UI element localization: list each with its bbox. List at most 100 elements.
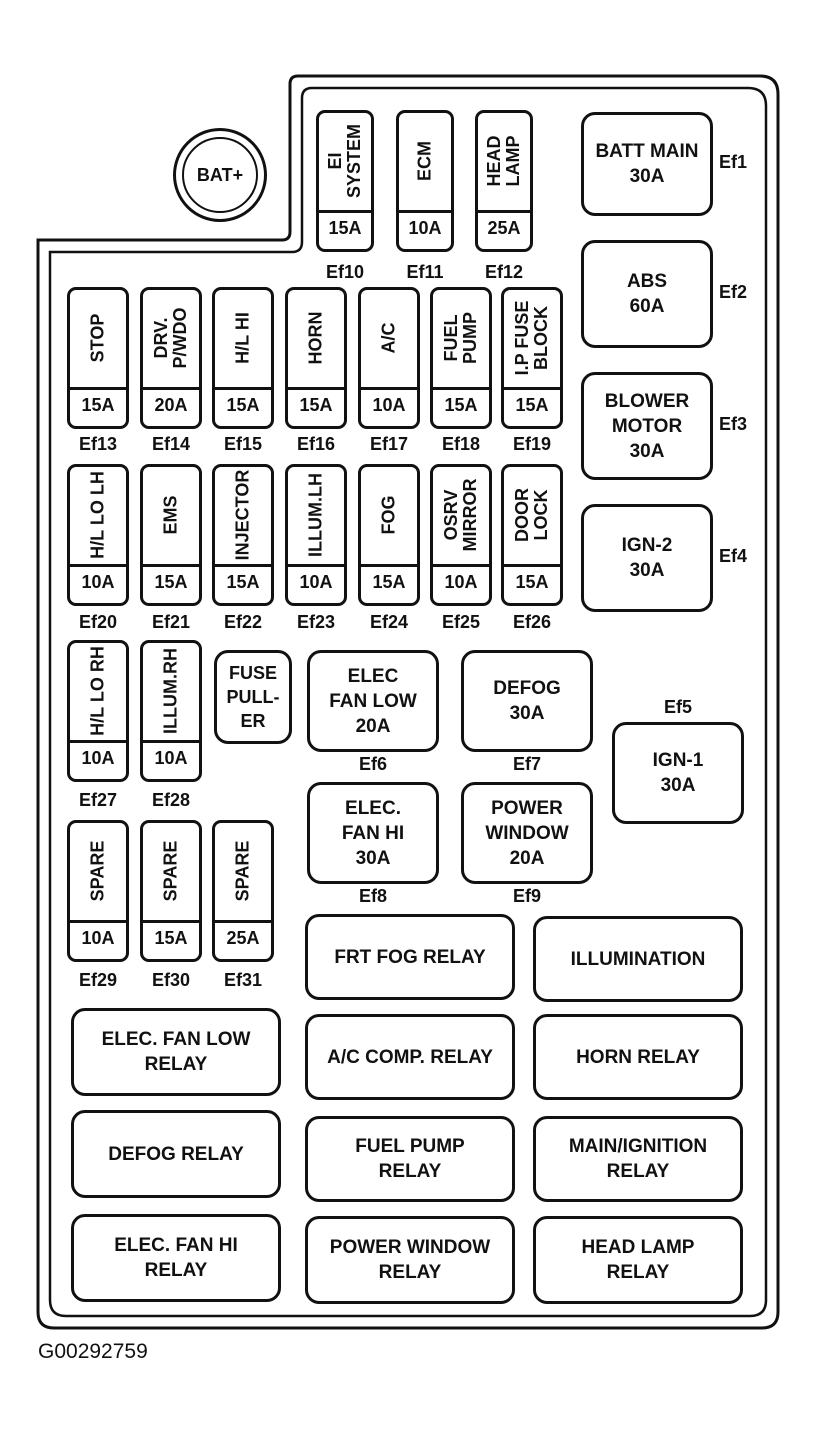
fuse-id-label: Ef9 [512,886,541,906]
battery-terminal-ring [182,137,258,213]
vertical-fuse: H/L LO LH 10A [67,464,129,606]
relay: FRT FOG RELAY [305,914,515,1000]
relay-label: FUEL PUMP RELAY [355,1136,465,1182]
mid-fuse: ELEC FAN LOW 20A [307,650,439,752]
fuse-amperage: 15A [154,572,188,592]
fuse-puller-label: FUSE PULL- ER [226,663,280,731]
mid-fuse: ELEC. FAN HI 30A [307,782,439,884]
fuse-body: HORN [288,290,344,390]
relay: DEFOG RELAY [71,1110,281,1198]
fuse-id-label: Ef18 [441,434,481,454]
fuse-amperage: 10A [299,572,333,592]
fuse-name: FUEL PUMP [441,311,480,365]
fuse-body: ILLUM.LH [288,467,344,567]
vertical-fuse: STOP 15A [67,287,129,429]
fuse-amperage: 10A [81,928,115,948]
fuse-id-label: Ef16 [296,434,336,454]
fuse-id-label: Ef10 [325,262,365,282]
fuse-id-label: Ef1 [719,152,748,172]
fuse-id-label: Ef31 [223,970,263,990]
main-fuse: IGN-1 30A [612,722,744,824]
fuse-name: SPARE [232,840,253,902]
fuse-id-label: Ef29 [78,970,118,990]
relay: ELEC. FAN LOW RELAY [71,1008,281,1096]
fuse-amperage: 15A [226,395,260,415]
relay-label: ILLUMINATION [570,948,706,970]
relay-label: DEFOG RELAY [108,1143,244,1165]
fuse-amperage: 10A [408,218,442,238]
fuse-id-label: Ef13 [78,434,118,454]
fuse-amperage: 15A [81,395,115,415]
fuse-id-label: Ef20 [78,612,118,632]
fuse-name: SPARE [160,840,181,902]
fuse-id-label: Ef28 [151,790,191,810]
fuse-name: EI SYSTEM [325,123,364,199]
main-fuse-label: IGN-1 30A [652,750,704,796]
battery-terminal-label: BAT+ [196,164,244,185]
fuse-amperage: 20A [154,395,188,415]
fuse-amperage: 10A [81,572,115,592]
fuse-id-label: Ef19 [512,434,552,454]
vertical-fuse: H/L HI 15A [212,287,274,429]
relay: A/C COMP. RELAY [305,1014,515,1100]
relay: POWER WINDOW RELAY [305,1216,515,1304]
fuse-body: A/C [361,290,417,390]
relay: MAIN/IGNITION RELAY [533,1116,743,1202]
fuse-body: HEAD LAMP [478,113,530,213]
fuse-id-label: Ef14 [151,434,191,454]
fuse-id-label: Ef3 [719,414,748,434]
main-fuse: BLOWER MOTOR 30A [581,372,713,480]
fuse-name: I.P FUSE BLOCK [512,300,551,376]
fuse-body: DRV. P/WDO [143,290,199,390]
fuse-body: H/L HI [215,290,271,390]
fuse-amperage: 10A [372,395,406,415]
fuse-amperage: 15A [226,572,260,592]
vertical-fuse: SPARE 25A [212,820,274,962]
fuse-amperage: 10A [154,748,188,768]
fuse-body: SPARE [215,823,271,923]
figure-code: G00292759 [38,1340,148,1363]
vertical-fuse: SPARE 15A [140,820,202,962]
fuse-name: EMS [160,495,181,535]
fuse-id-label: Ef7 [512,754,541,774]
fuse-body: EMS [143,467,199,567]
main-fuse-label: IGN-2 30A [621,535,673,581]
battery-terminal: BAT+ [173,128,267,222]
main-fuse: IGN-2 30A [581,504,713,612]
relay: FUEL PUMP RELAY [305,1116,515,1202]
main-fuse: ABS 60A [581,240,713,348]
fuse-name: H/L LO RH [87,646,108,736]
mid-fuse-label: ELEC. FAN HI 30A [341,797,405,869]
vertical-fuse: EMS 15A [140,464,202,606]
fuse-amperage: 10A [81,748,115,768]
fuse-body: SPARE [70,823,126,923]
relay-label: FRT FOG RELAY [334,946,486,968]
fuse-body: STOP [70,290,126,390]
mid-fuse: DEFOG 30A [461,650,593,752]
relay: ELEC. FAN HI RELAY [71,1214,281,1302]
main-fuse-label: BLOWER MOTOR 30A [604,390,690,462]
fuse-id-label: Ef25 [441,612,481,632]
fuse-body: DOOR LOCK [504,467,560,567]
fuse-id-label: Ef22 [223,612,263,632]
fuse-body: INJECTOR [215,467,271,567]
fuse-body: I.P FUSE BLOCK [504,290,560,390]
relay-label: POWER WINDOW RELAY [329,1237,491,1283]
fuse-amperage: 15A [154,928,188,948]
fuse-name: DRV. P/WDO [151,307,190,369]
fuse-body: EI SYSTEM [319,113,371,213]
vertical-fuse: ILLUM.LH 10A [285,464,347,606]
vertical-fuse: INJECTOR 15A [212,464,274,606]
fuse-id-label: Ef24 [369,612,409,632]
fuse-amperage: 10A [444,572,478,592]
fuse-amperage: 25A [226,928,260,948]
fuse-body: H/L LO LH [70,467,126,567]
fuse-amperage: 15A [299,395,333,415]
